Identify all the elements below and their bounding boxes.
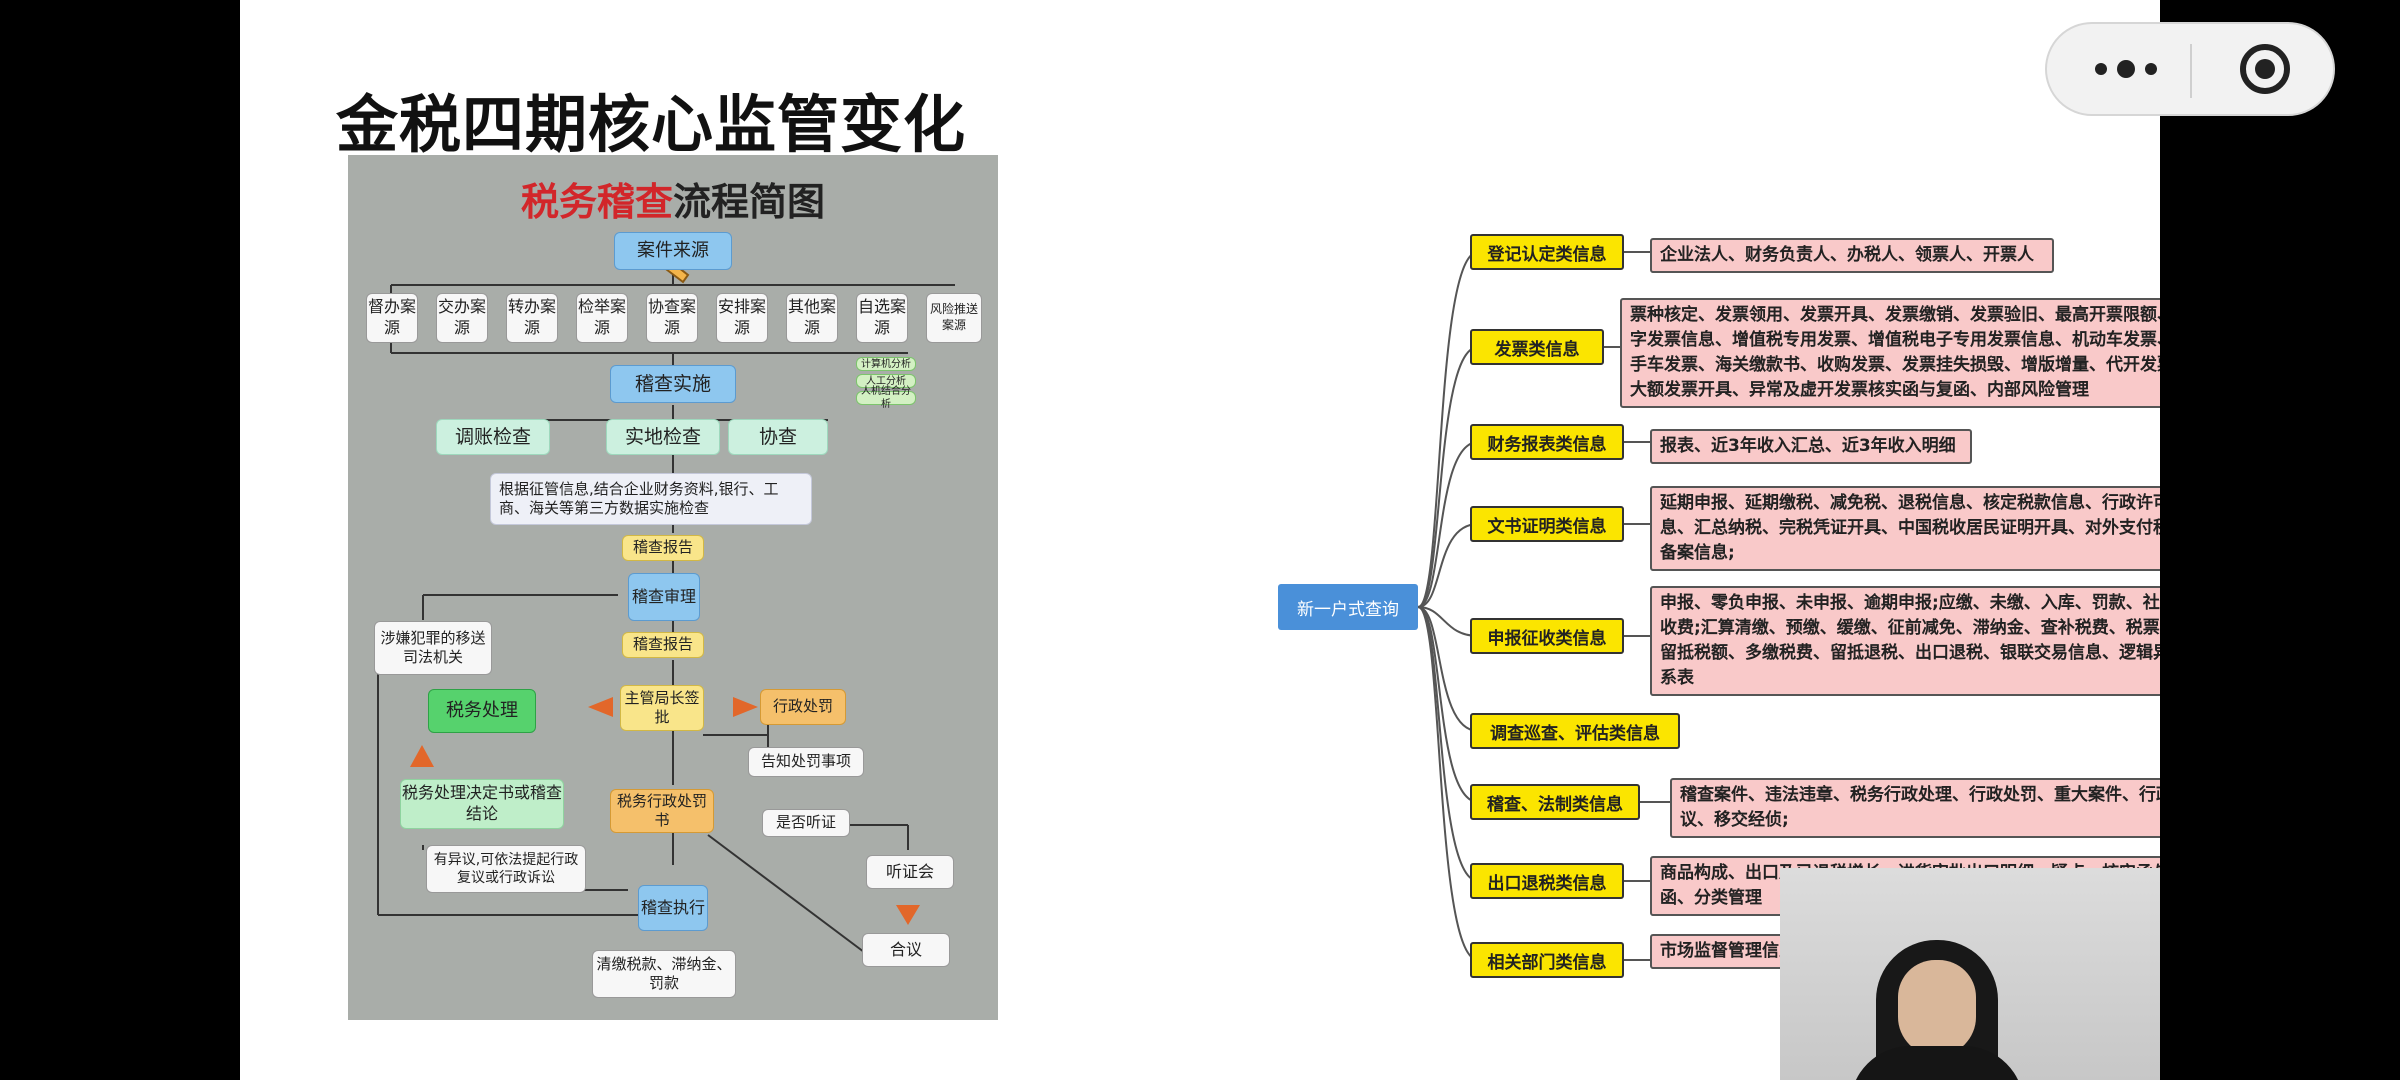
- detail-invoice: 票种核定、发票领用、发票开具、发票缴销、发票验旧、最高开票限额、红字发票信息、增…: [1620, 298, 2160, 408]
- hearing-question-box: 是否听证: [762, 809, 850, 837]
- detail-declaration: 申报、零负申报、未申报、逾期申报;应缴、未缴、入库、罚款、社保、收费;汇算清缴、…: [1650, 586, 2160, 696]
- category-documents: 文书证明类信息: [1470, 506, 1624, 542]
- side-note-1: 计算机分析: [856, 357, 916, 371]
- target-close-icon[interactable]: [2215, 24, 2315, 114]
- more-dots-icon[interactable]: [2077, 24, 2177, 114]
- execution-box: 稽查执行: [638, 885, 708, 931]
- source-box-6: 安排案源: [716, 293, 768, 343]
- audit-impl-box: 稽查实施: [610, 365, 736, 403]
- flowchart-title: 税务稽查流程简图: [520, 180, 826, 224]
- side-note-3: 人机结合分析: [856, 386, 916, 410]
- miniprogram-capsule: [2045, 22, 2335, 116]
- source-box-3: 转办案源: [506, 293, 558, 343]
- report-box-1: 稽查报告: [622, 535, 704, 561]
- source-box-2: 交办案源: [436, 293, 488, 343]
- mindmap-connectors: [1417, 251, 1670, 961]
- source-box-7: 其他案源: [786, 293, 838, 343]
- flowchart-connectors: [377, 251, 955, 956]
- detail-documents: 延期申报、延期缴税、减免税、退税信息、核定税款信息、行政许可信息、汇总纳税、完税…: [1650, 486, 2160, 571]
- category-invoice: 发票类信息: [1470, 329, 1604, 365]
- penalty-doc-box: 税务行政处罚书: [610, 789, 714, 833]
- method-box-1: 调账检查: [436, 419, 550, 455]
- collect-box: 清缴税款、滞纳金、罚款: [592, 950, 736, 998]
- method-box-2: 实地检查: [606, 419, 720, 455]
- transfer-box: 涉嫌犯罪的移送司法机关: [374, 621, 492, 675]
- category-investigation: 调查巡查、评估类信息: [1470, 713, 1680, 749]
- decision-box: 税务处理决定书或稽查结论: [400, 779, 564, 829]
- detail-registration: 企业法人、财务负责人、办税人、领票人、开票人: [1650, 238, 2054, 273]
- category-registration: 登记认定类信息: [1470, 234, 1624, 270]
- notify-box: 告知处罚事项: [748, 747, 864, 777]
- deliberation-box: 合议: [862, 933, 950, 967]
- basis-box: 根据征管信息,结合企业财务资料,银行、工商、海关等第三方数据实施检查: [490, 473, 812, 525]
- tax-handling-box: 税务处理: [428, 689, 536, 733]
- method-box-3: 协查: [728, 419, 828, 455]
- category-financial-statements: 财务报表类信息: [1470, 424, 1624, 460]
- detail-financial-statements: 报表、近3年收入汇总、近3年收入明细: [1650, 429, 1972, 464]
- audit-flowchart-image: 税务稽查流程简图 案件来源 督办案源 交办案源 转办案源 检举案源 协查案源 安…: [348, 155, 998, 1020]
- slide-title: 金税四期核心监管变化: [336, 88, 967, 161]
- case-source-box: 案件来源: [614, 232, 732, 270]
- category-declaration: 申报征收类信息: [1470, 618, 1624, 654]
- review-box: 稽查审理: [628, 573, 700, 621]
- capsule-divider: [2190, 44, 2192, 98]
- category-related-departments: 相关部门类信息: [1470, 942, 1624, 978]
- category-export-rebate: 出口退税类信息: [1470, 863, 1624, 899]
- category-inspection-legal: 稽查、法制类信息: [1470, 784, 1640, 820]
- side-note-2: 人工分析: [856, 374, 916, 388]
- source-box-5: 协查案源: [646, 293, 698, 343]
- objection-box: 有异议,可依法提起行政复议或行政诉讼: [426, 845, 586, 893]
- report-box-2: 稽查报告: [622, 632, 704, 658]
- presenter-video-feed: [1780, 868, 2160, 1080]
- source-box-9: 风险推送案源: [926, 293, 982, 343]
- source-box-8: 自选案源: [856, 293, 908, 343]
- source-box-1: 督办案源: [366, 293, 418, 343]
- hearing-box: 听证会: [866, 855, 954, 889]
- director-box: 主管局长签批: [620, 685, 704, 731]
- source-box-4: 检举案源: [576, 293, 628, 343]
- mindmap-root-node: 新一户式查询: [1278, 584, 1418, 630]
- admin-penalty-box: 行政处罚: [760, 689, 846, 725]
- detail-inspection-legal: 稽查案件、违法违章、税务行政处理、行政处罚、重大案件、行政复议、移交经侦;: [1670, 778, 2160, 838]
- slide-canvas: 金税四期核心监管变化: [240, 0, 2160, 1080]
